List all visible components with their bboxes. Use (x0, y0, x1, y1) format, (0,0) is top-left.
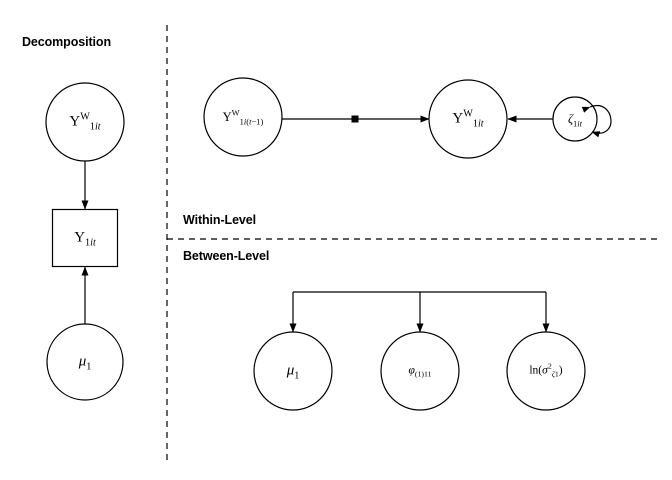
label-lnsigma-between: ln(σ2ζ1) (529, 361, 563, 379)
node-y-observed (51, 208, 119, 268)
label-yw-lag: YW1i(t−1) (222, 107, 264, 127)
within-level-title: Within-Level (183, 213, 256, 227)
edge-zeta-self-loop (581, 104, 612, 138)
label-zeta: ζ1it (567, 111, 583, 129)
decomposition-title: Decomposition (22, 35, 111, 49)
node-yw-lag (203, 77, 283, 157)
node-phi-between (380, 331, 460, 411)
label-yw-now: YW1it (452, 108, 484, 130)
edge-midpoint-square-marker (351, 115, 359, 123)
node-mu1-between (253, 331, 333, 411)
label-yw-decomp: YW1it (69, 111, 101, 133)
between-level-title: Between-Level (183, 249, 270, 263)
label-phi-between: φ(1)11 (408, 364, 432, 379)
label-y-observed: Y1it (74, 229, 96, 249)
label-mu1-between: μ1 (286, 362, 300, 382)
label-mu1-decomp: μ1 (78, 353, 92, 373)
node-lnsigma-between (506, 331, 586, 411)
